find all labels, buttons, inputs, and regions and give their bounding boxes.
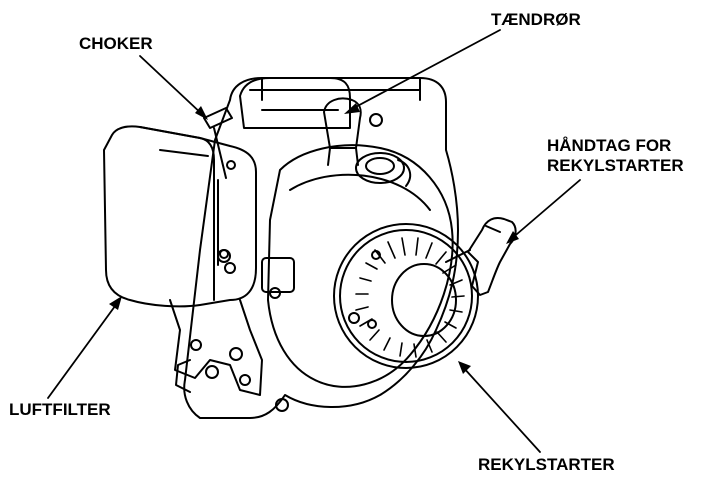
recoil-starter bbox=[333, 223, 479, 369]
air-filter-label: LUFTFILTER bbox=[9, 400, 111, 419]
spark-plug-label: TÆNDRØR bbox=[491, 10, 581, 29]
rekylstarter-arrowhead bbox=[458, 361, 471, 374]
starter-handle-label: HÅNDTAG FOR REKYLSTARTER bbox=[547, 136, 684, 176]
choker-arrowhead bbox=[195, 106, 208, 120]
taendroer-arrowhead bbox=[344, 103, 360, 114]
arrowheads bbox=[109, 103, 519, 374]
luftfilter-leader bbox=[47, 301, 119, 399]
starter-handle-label-line1: HÅNDTAG FOR bbox=[547, 136, 672, 155]
fuel-cap bbox=[355, 152, 412, 187]
rekylstarter-leader bbox=[461, 365, 541, 453]
choker-label: CHOKER bbox=[79, 34, 153, 53]
haandtag-arrowhead bbox=[506, 231, 519, 244]
leader-lines bbox=[47, 29, 581, 453]
air-filter-housing bbox=[103, 125, 257, 308]
engine-body bbox=[183, 77, 459, 419]
starter-handle-label-line2: REKYLSTARTER bbox=[547, 156, 684, 175]
carburetor bbox=[169, 299, 263, 396]
choker-leader bbox=[139, 55, 205, 117]
starter-handle bbox=[445, 217, 517, 296]
recoil-starter-label: REKYLSTARTER bbox=[478, 455, 615, 474]
luftfilter-arrowhead bbox=[109, 296, 122, 310]
haandtag-leader bbox=[509, 179, 581, 241]
taendroer-leader bbox=[349, 29, 501, 111]
choke-lever bbox=[203, 107, 236, 179]
